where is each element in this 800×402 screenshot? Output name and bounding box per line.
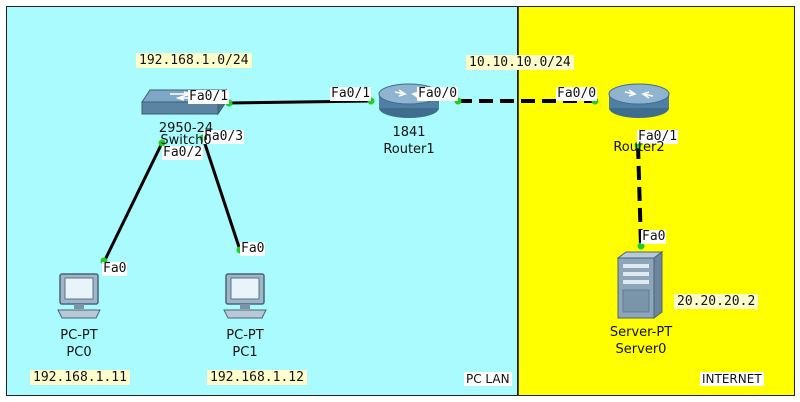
port-label-router2-fa0-1: Fa0/1 xyxy=(637,129,679,144)
port-label-server0-fa0: Fa0 xyxy=(641,229,667,244)
switch-name: Switch0 xyxy=(160,133,212,148)
port-label-pc1-fa0: Fa0 xyxy=(240,241,266,256)
port-label-router1-fa0-0: Fa0/0 xyxy=(417,86,459,101)
lan-network-label: 192.168.1.0/24 xyxy=(136,53,252,68)
pc-lan-zone-label: PC LAN xyxy=(464,372,512,386)
link-light xyxy=(637,242,645,250)
server0-icon[interactable] xyxy=(614,250,666,320)
port-label-pc0-fa0: Fa0 xyxy=(102,261,128,276)
router1-name: Router1 xyxy=(383,142,435,157)
pc1-ip-label: 192.168.1.12 xyxy=(207,370,307,385)
port-label-router2-fa0-0: Fa0/0 xyxy=(556,86,598,101)
router2-name: Router2 xyxy=(613,140,665,155)
port-label-router1-fa0-1: Fa0/1 xyxy=(330,86,372,101)
pc1-icon[interactable] xyxy=(220,272,270,320)
server0-label: Server-PT Server0 xyxy=(596,324,686,358)
port-label-switch-fa0-3: Fa0/3 xyxy=(203,129,245,144)
server0-name: Server0 xyxy=(615,342,667,357)
pc0-label: PC-PT PC0 xyxy=(44,327,114,361)
pc-lan-zone xyxy=(6,6,518,396)
pc0-icon[interactable] xyxy=(54,272,104,320)
wan-network-label: 10.10.10.0/24 xyxy=(466,55,574,70)
port-label-switch-fa0-2: Fa0/2 xyxy=(162,145,204,160)
server0-model: Server-PT xyxy=(609,325,673,340)
pc1-name: PC1 xyxy=(232,345,258,360)
link-light xyxy=(158,139,166,147)
switch-label: 2950-24 Switch0 xyxy=(146,120,226,149)
cable-switch-pc0[interactable] xyxy=(102,142,164,263)
cable-switch-router1[interactable] xyxy=(227,99,372,105)
router2-icon[interactable] xyxy=(607,80,671,120)
router1-label: 1841 Router1 xyxy=(376,124,442,158)
pc0-model: PC-PT xyxy=(60,328,98,343)
cable-switch-pc1[interactable] xyxy=(201,137,242,251)
router1-model: 1841 xyxy=(392,125,426,140)
pc1-label: PC-PT PC1 xyxy=(210,327,280,361)
internet-zone-label: INTERNET xyxy=(700,372,764,386)
switch-model: 2950-24 xyxy=(158,121,214,136)
router2-label: 1841 Router2 xyxy=(606,124,672,156)
internet-zone xyxy=(518,6,795,396)
pc1-model: PC-PT xyxy=(226,328,264,343)
pc0-ip-label: 192.168.1.11 xyxy=(30,370,130,385)
cable-router2-server0[interactable] xyxy=(636,144,643,247)
port-label-switch-fa0-1: Fa0/1 xyxy=(188,89,230,104)
pc0-name: PC0 xyxy=(66,345,92,360)
server0-ip-label: 20.20.20.2 xyxy=(674,294,759,309)
